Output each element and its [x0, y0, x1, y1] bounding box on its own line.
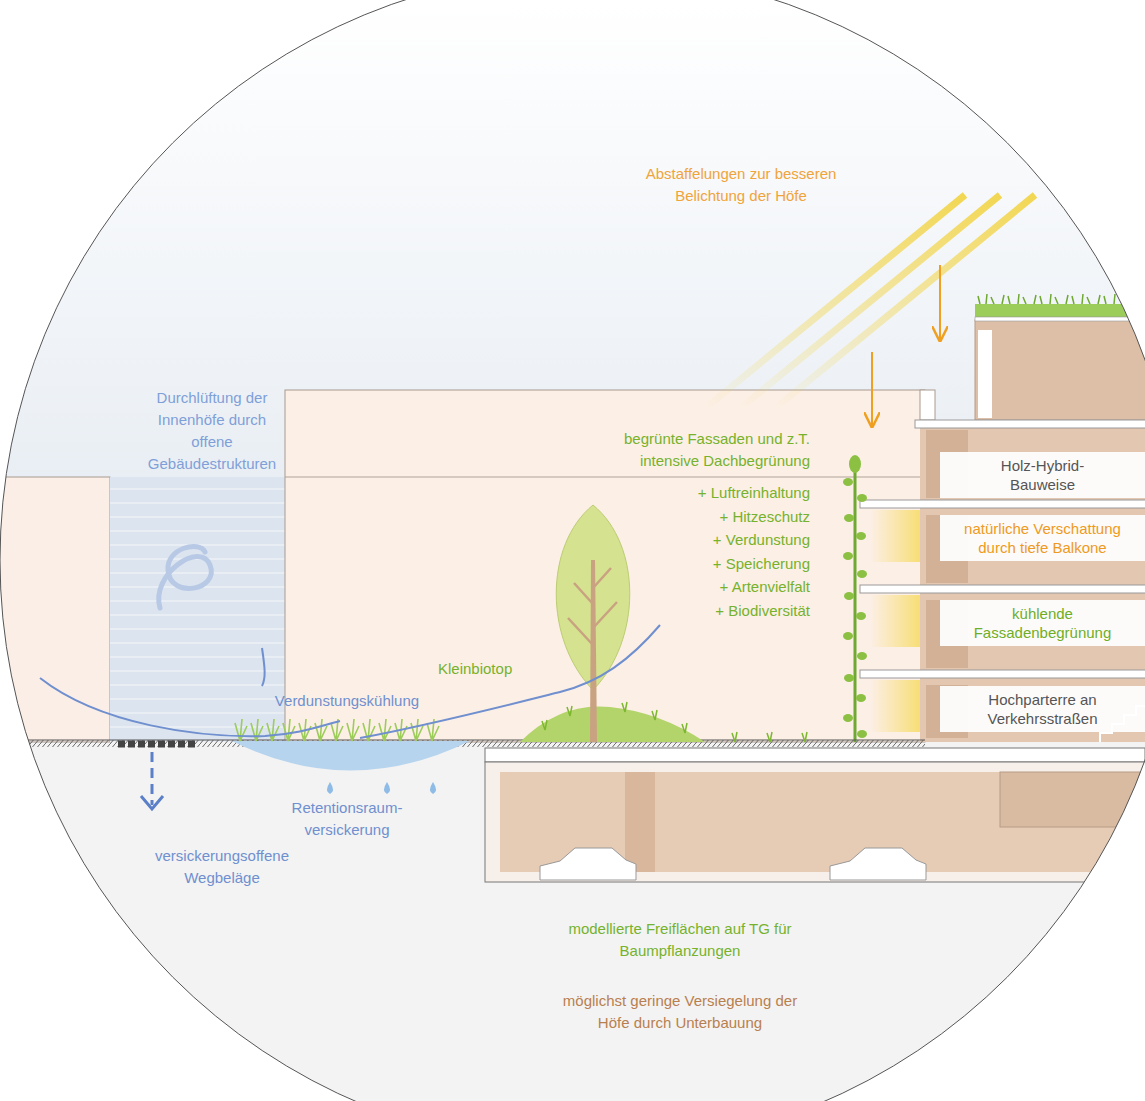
- mound-grass: [542, 702, 807, 742]
- leaf: [843, 478, 853, 486]
- annotation-label: Abstaffelungen zur besseren Belichtung d…: [621, 163, 861, 207]
- setback-floor: [975, 320, 1145, 420]
- tree-branches: [568, 568, 617, 645]
- building-interior: [920, 420, 1145, 742]
- annotation-label: + Artenvielfalt: [640, 576, 810, 598]
- air-swirl: [159, 546, 212, 608]
- ventilation-passage: [110, 477, 285, 742]
- drain-grate: [118, 741, 196, 748]
- annotation-label: Kleinbiotop: [438, 658, 548, 680]
- rear-building: [285, 390, 925, 742]
- annotation-label: Durchlüftung der Innenhöfe durch offene …: [137, 387, 287, 475]
- floor-label-box: Hochparterre an Verkehrsstraßen: [940, 686, 1145, 732]
- shade-glow: [870, 595, 920, 647]
- green-roof: [975, 304, 1145, 318]
- car: [830, 848, 926, 880]
- leaf: [844, 674, 854, 682]
- annotation-label: versickerungsoffene Wegbeläge: [137, 845, 307, 889]
- plant-leaves: [843, 455, 867, 738]
- planted-mound: [520, 706, 705, 742]
- parapet: [920, 390, 935, 420]
- balcony-slab: [860, 585, 1145, 593]
- light-arrow: [939, 265, 941, 342]
- soil: [0, 742, 1145, 1101]
- infiltration-arrowhead: [141, 796, 163, 809]
- leaf: [857, 494, 867, 502]
- car: [540, 848, 636, 880]
- droplet: [327, 782, 333, 794]
- sun-ray: [703, 195, 965, 410]
- leaf: [849, 455, 861, 473]
- annotation-label: + Speicherung: [640, 553, 810, 575]
- garage-roof-slab: [485, 748, 1145, 762]
- annotation-label: + Verdunstung: [640, 529, 810, 551]
- airflow-line: [360, 625, 660, 738]
- shade-glow: [870, 680, 920, 732]
- basement-room: [1000, 772, 1145, 827]
- leaf: [843, 632, 853, 640]
- box-text: natürliche Verschattung durch tiefe Balk…: [952, 519, 1134, 557]
- leaf: [856, 612, 866, 620]
- balcony-slab: [860, 500, 1145, 508]
- floor-label-box: kühlende Fassadenbegrünung: [940, 600, 1145, 646]
- roof-plants: [978, 294, 1138, 304]
- infiltration-arrow: [151, 752, 154, 805]
- annotation-label: Retentionsraum-versickerung: [272, 797, 422, 841]
- leaf: [843, 552, 853, 560]
- shade-glow: [870, 510, 920, 562]
- floor-label-box: natürliche Verschattung durch tiefe Balk…: [940, 515, 1145, 561]
- left-building: [0, 477, 110, 742]
- garage-column: [625, 772, 655, 872]
- droplet: [430, 782, 436, 794]
- leaf: [844, 514, 854, 522]
- annotation-label: + Hitzeschutz: [640, 506, 810, 528]
- box-text: Hochparterre an Verkehrsstraßen: [952, 690, 1134, 728]
- droplet: [384, 782, 390, 794]
- leaf: [857, 570, 867, 578]
- annotation-label: Verdunstungskühlung: [242, 690, 452, 712]
- leaf: [857, 730, 867, 738]
- leaf: [857, 652, 867, 660]
- retention-basin: [232, 741, 470, 771]
- airflow-line: [262, 648, 265, 686]
- leaf: [856, 532, 866, 540]
- leaf: [844, 592, 854, 600]
- leaf: [843, 714, 853, 722]
- passage-lines: [110, 477, 285, 742]
- leaf: [856, 694, 866, 702]
- floor-slab: [915, 420, 1145, 428]
- climbing-plant: [854, 462, 857, 742]
- setback-glass: [978, 330, 992, 418]
- building-edge: [285, 477, 920, 478]
- balcony-slab: [860, 670, 1145, 678]
- annotation-label: modellierte Freiflächen auf TG für Baump…: [540, 918, 820, 962]
- annotation-label: möglichst geringe Versiegelung der Höfe …: [550, 990, 810, 1034]
- box-text: Holz-Hybrid-Bauweise: [983, 456, 1103, 494]
- ground-line: [0, 740, 925, 741]
- box-text: kühlende Fassadenbegrünung: [952, 604, 1134, 642]
- underground-garage: [485, 762, 1145, 882]
- annotation-label: + Biodiversität: [640, 600, 810, 622]
- annotation-label: begrünte Fassaden und z.T. intensive Dac…: [570, 428, 810, 472]
- floor-label-box: Holz-Hybrid-Bauweise: [940, 452, 1145, 498]
- light-arrow: [871, 352, 873, 428]
- sun-ray: [738, 195, 1000, 410]
- roof-edge: [975, 317, 1145, 321]
- annotation-label: + Luftreinhaltung: [640, 482, 810, 504]
